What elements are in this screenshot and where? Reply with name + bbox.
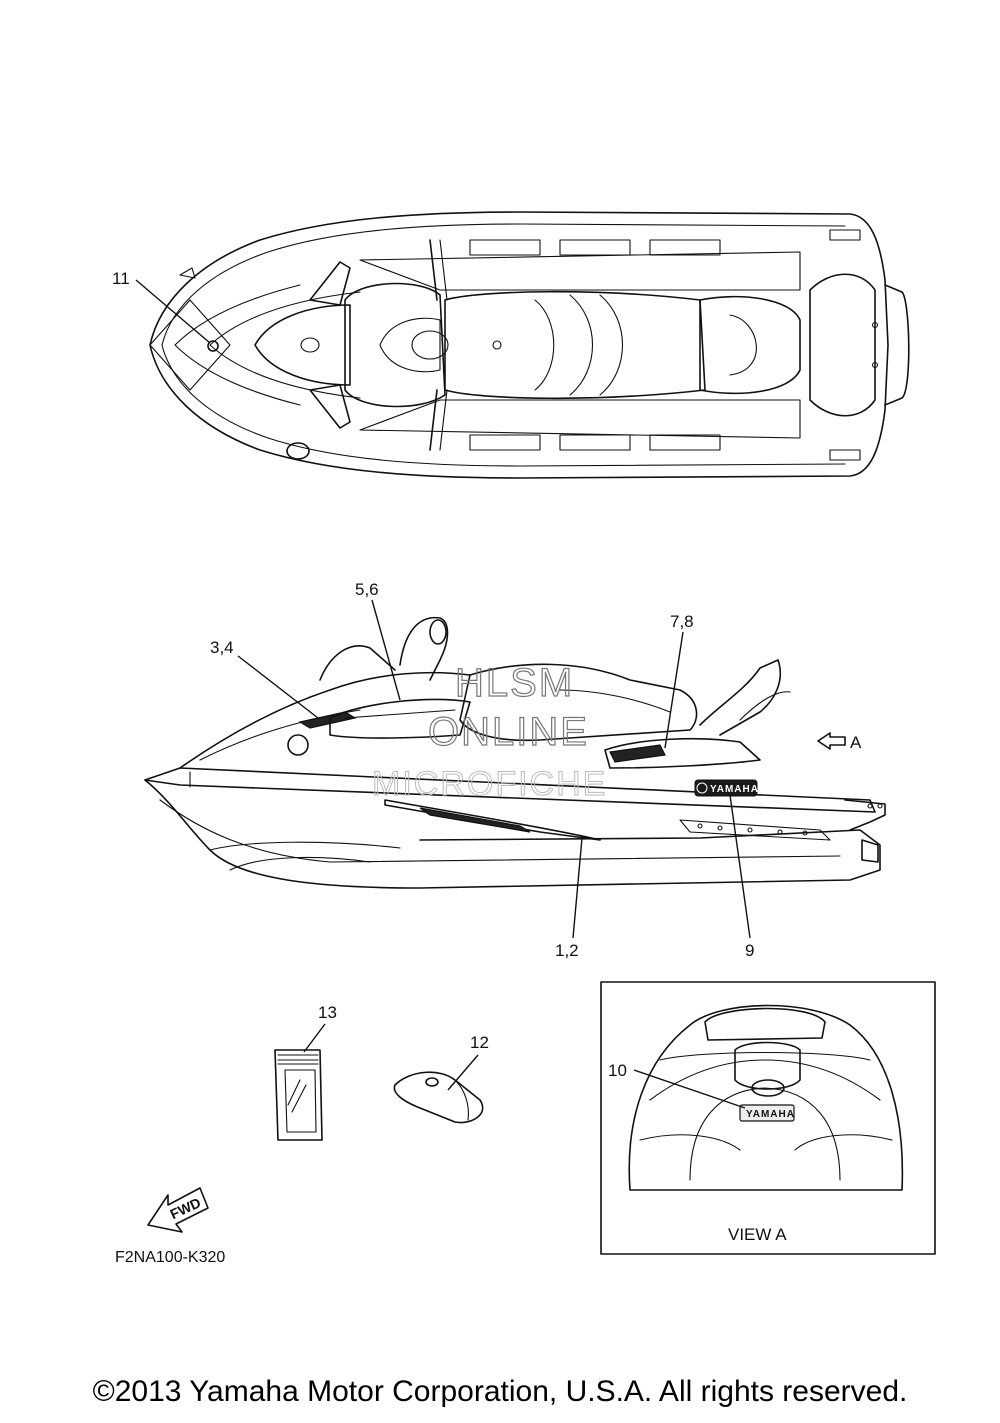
yamaha-logo-text: YAMAHA [710, 784, 759, 795]
fwd-label: FWD [168, 1194, 204, 1222]
fwd-arrow: FWD [147, 1187, 209, 1233]
callout-11: 11 [112, 269, 130, 288]
top-view-watercraft [149, 211, 910, 479]
watermark-line2: ONLINE [428, 710, 589, 754]
side-view-watercraft: YAMAHA [144, 616, 886, 889]
watermark-line3: MICROFICHE [372, 765, 607, 803]
copyright-notice: ©2013 Yamaha Motor Corporation, U.S.A. A… [92, 1375, 908, 1408]
callout-12: 12 [470, 1033, 489, 1052]
diagram-code: F2NA100-K320 [115, 1249, 225, 1266]
callout-5-6: 5,6 [355, 580, 379, 599]
watermark-line1: HLSM [455, 661, 574, 705]
callout-7-8: 7,8 [670, 612, 694, 631]
arrow-a-label: A [850, 733, 862, 752]
part-13-pouch: 13 [274, 1003, 337, 1141]
view-a-logo-text: YAMAHA [746, 1109, 795, 1120]
view-a-arrow: A [817, 732, 862, 752]
callout-9: 9 [745, 941, 754, 960]
view-a-label: VIEW A [728, 1225, 787, 1244]
callout-1-2: 1,2 [555, 941, 579, 960]
callout-13: 13 [318, 1003, 337, 1022]
view-a-box: YAMAHA 10 VIEW A [600, 981, 936, 1255]
callout-3-4: 3,4 [210, 638, 234, 657]
yamaha-logo: YAMAHA [694, 779, 759, 797]
callout-10: 10 [608, 1061, 627, 1080]
part-12-tag: 12 [393, 1033, 489, 1124]
